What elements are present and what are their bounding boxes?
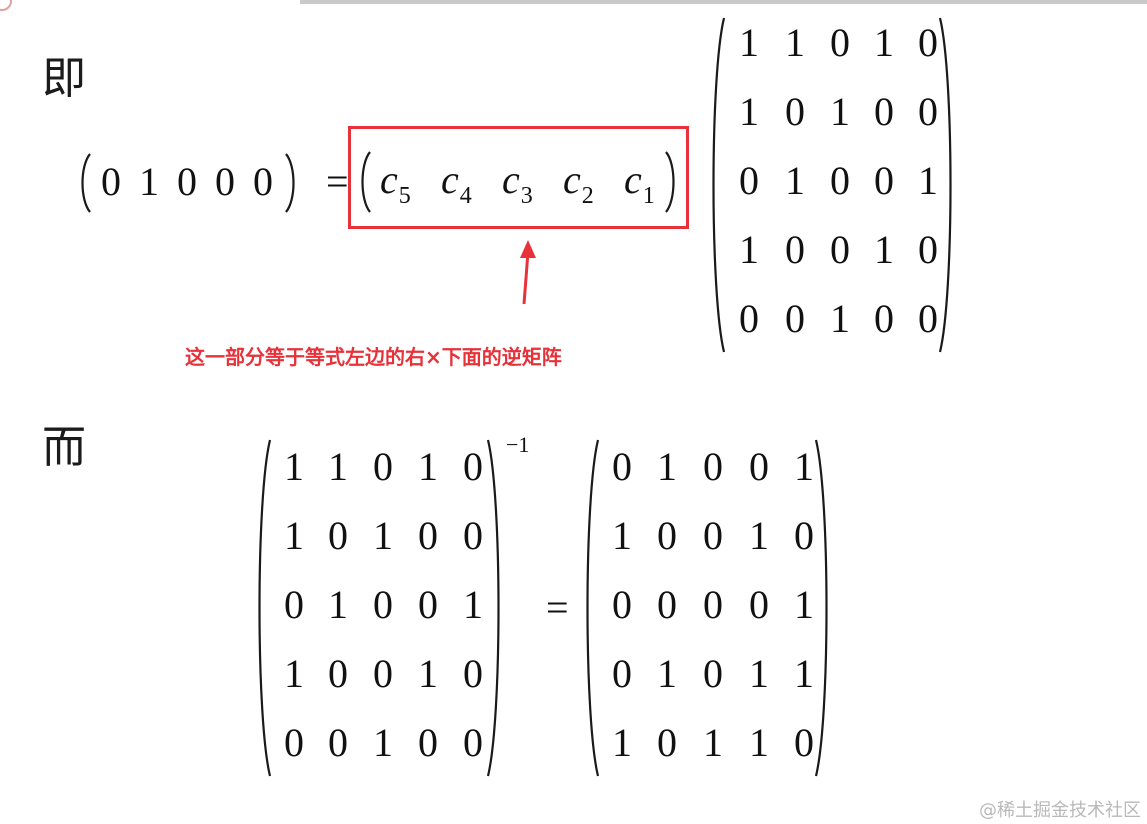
- row-vector-entry: 0: [101, 159, 121, 204]
- row-vector-entry: 0: [177, 159, 197, 204]
- c-var: c2: [563, 157, 594, 209]
- label-er: 而: [42, 422, 86, 473]
- row-vector-entry: 0: [215, 159, 235, 204]
- corner-circle-icon: [0, 0, 12, 11]
- row-vector-left-paren: [81, 153, 91, 213]
- label-ji: 即: [42, 53, 86, 104]
- top-scrollbar: [300, 0, 1147, 4]
- red-arrow-icon: [520, 240, 536, 305]
- watermark: @稀土掘金技术社区: [979, 800, 1141, 821]
- matrix-left-right-paren: [486, 439, 500, 777]
- row-vector-entry: 1: [139, 159, 159, 204]
- c-vector: c5 c4 c3 c2 c1: [358, 150, 683, 216]
- matrix-right-left-paren: [586, 439, 600, 777]
- equals-sign-1: =: [326, 159, 349, 204]
- row-vector-right-paren: [285, 153, 295, 213]
- c-vector-right-paren: [665, 151, 675, 213]
- matrix-top-left-paren: [712, 17, 726, 353]
- matrix-top-right-paren: [938, 17, 952, 353]
- c-var: c4: [441, 157, 472, 209]
- matrix-left-left-paren: [258, 439, 272, 777]
- matrix-right-right-paren: [814, 439, 828, 777]
- c-var: c5: [380, 157, 411, 209]
- c-var: c3: [502, 157, 533, 209]
- inverse-exponent: −1: [506, 432, 530, 457]
- c-vector-entries: c5 c4 c3 c2 c1: [380, 156, 662, 210]
- highlight-box: [348, 126, 689, 229]
- annotation-text: 这一部分等于等式左边的右×下面的逆矩阵: [185, 345, 562, 369]
- row-vector-entry: 0: [253, 159, 273, 204]
- equals-sign-2: =: [546, 585, 569, 630]
- c-vector-left-paren: [361, 151, 371, 213]
- c-var: c1: [624, 157, 655, 209]
